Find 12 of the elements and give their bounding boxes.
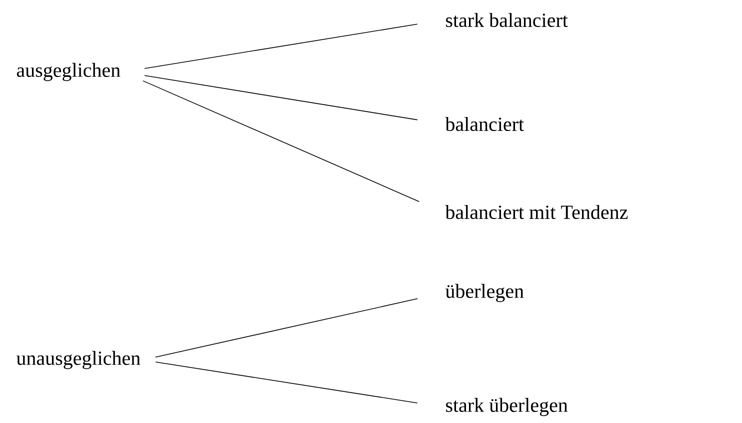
branch-label: balanciert mit Tendenz (445, 204, 628, 220)
branch-line (144, 75, 418, 120)
branch-line (142, 80, 420, 202)
branch-label: balanciert (445, 116, 524, 132)
branch-label: unausgeglichen (16, 350, 140, 370)
branch-line (144, 24, 418, 69)
branch-label: stark balanciert (446, 12, 568, 28)
branch-label: ausgeglichen (16, 62, 120, 82)
branch-line (155, 298, 418, 358)
branch-line (155, 362, 418, 404)
branch-label: überlegen (445, 284, 524, 302)
branch-label: stark überlegen (446, 398, 568, 416)
